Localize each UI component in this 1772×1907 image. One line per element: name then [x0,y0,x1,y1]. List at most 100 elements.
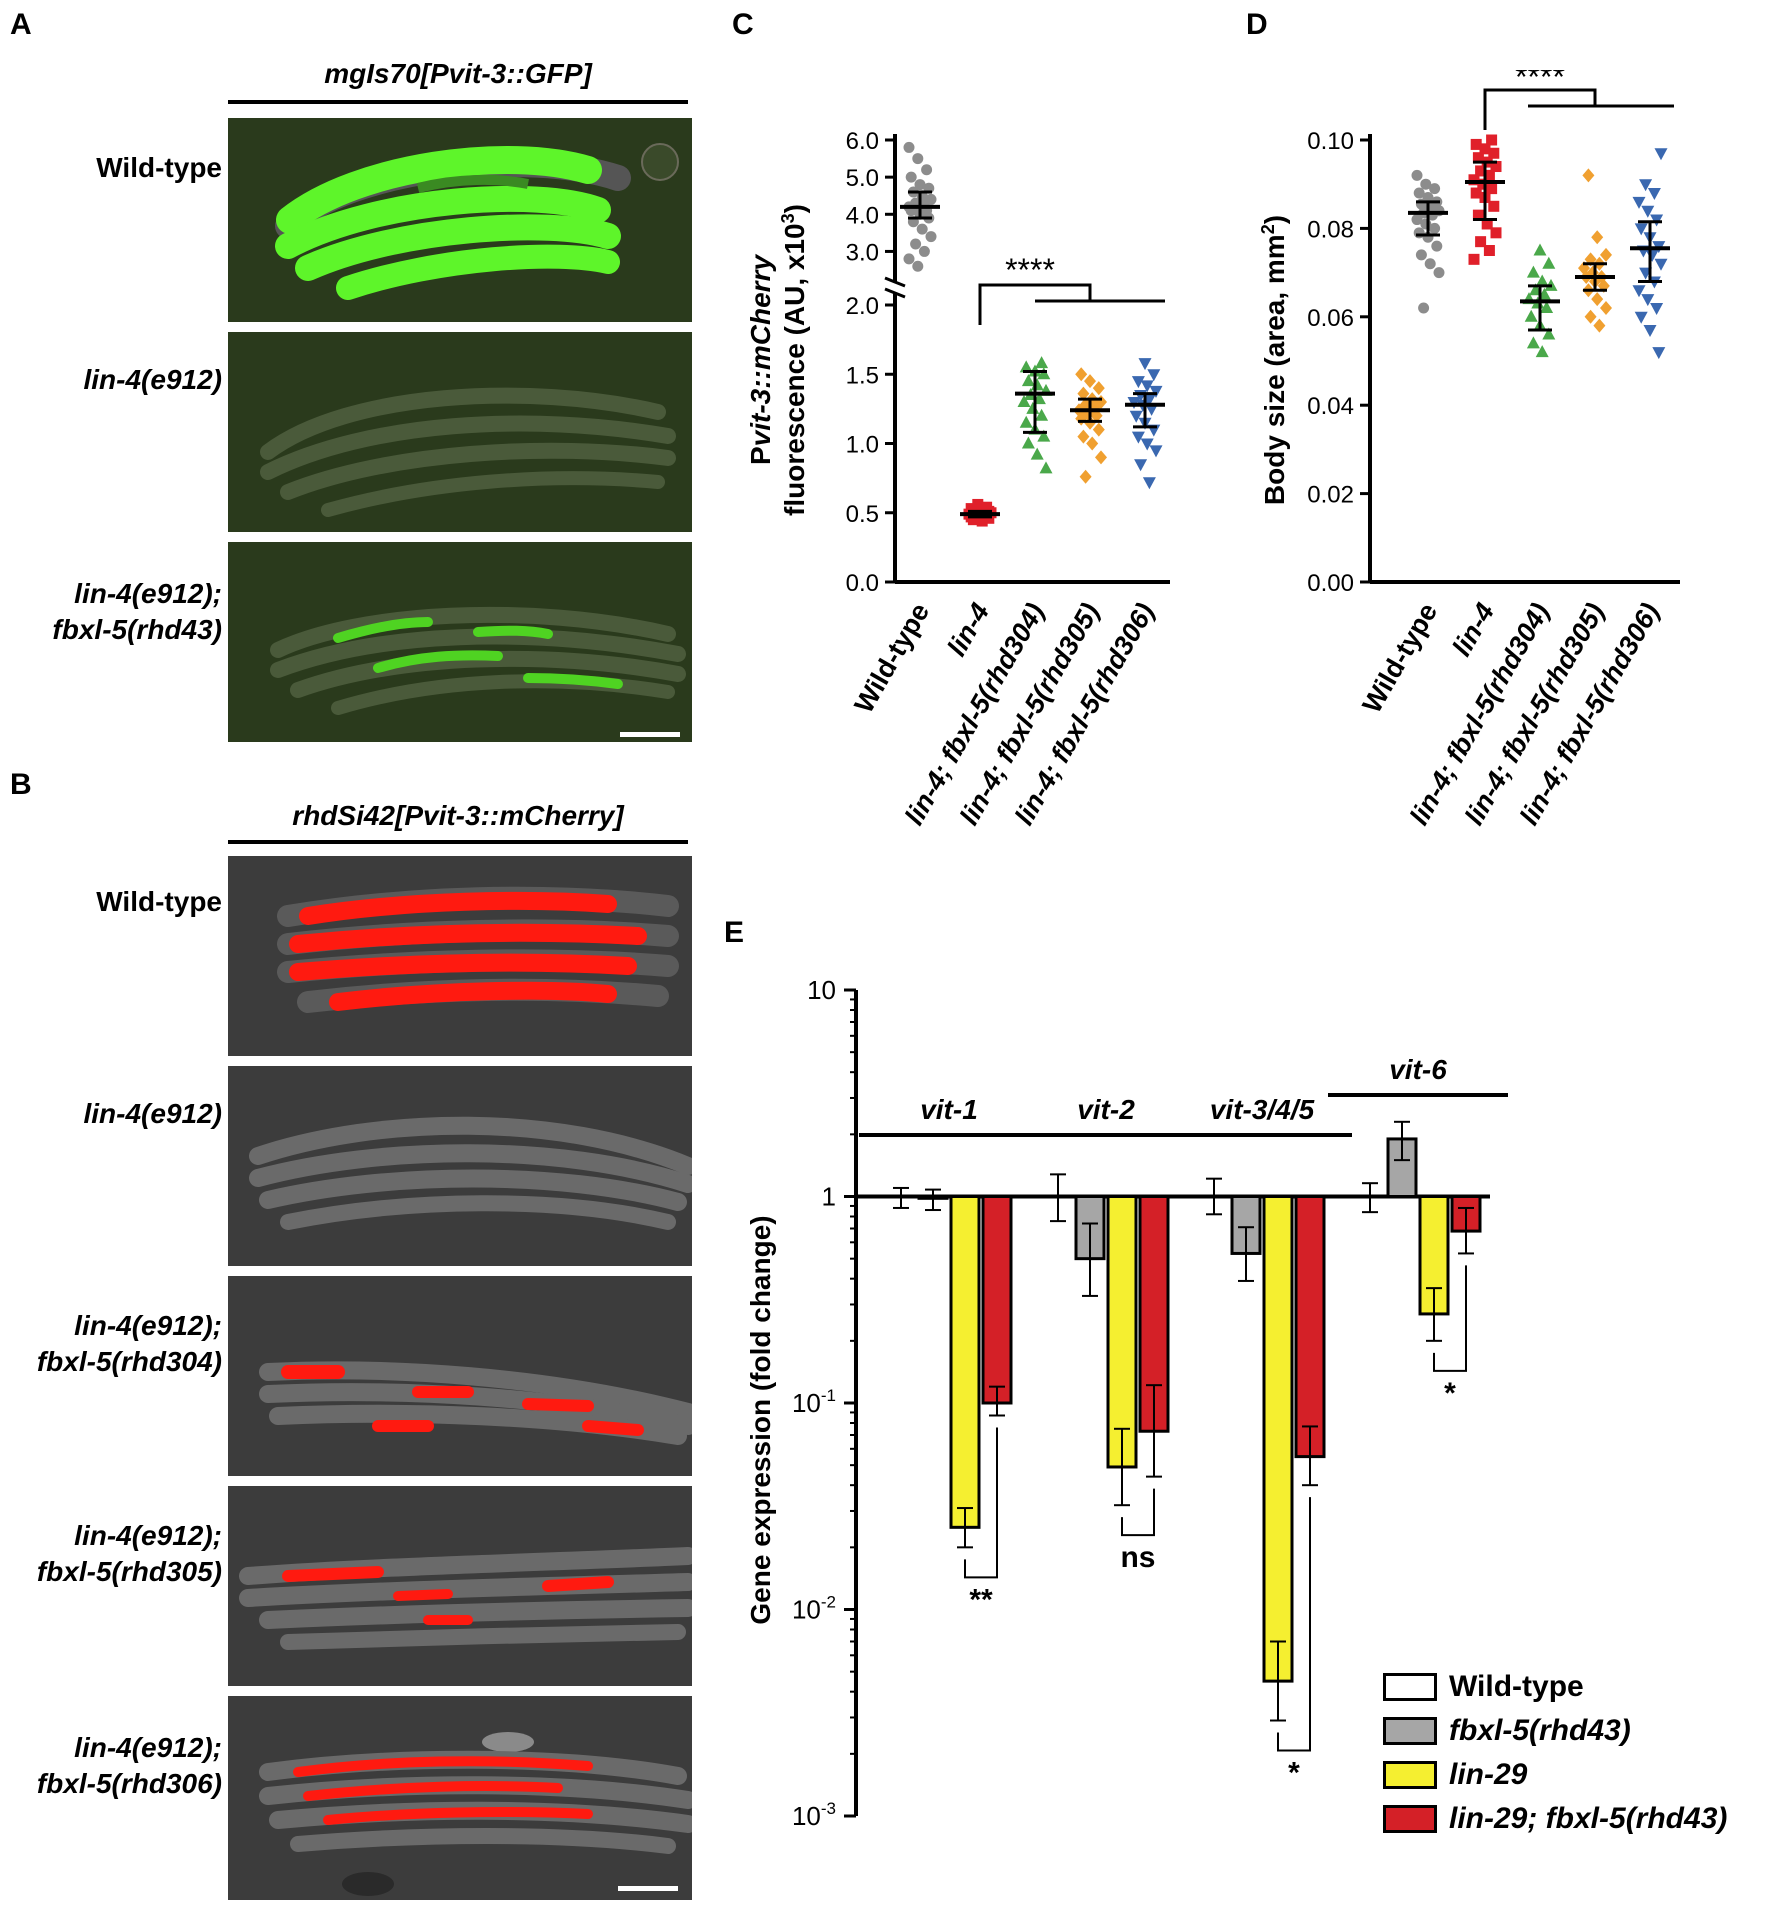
point-c-4-3 [1140,380,1154,393]
bar-2-2 [1262,1195,1294,1683]
point-c-4-13 [1131,431,1145,444]
panel-letter-a: A [10,8,32,41]
point-d-4-16 [1650,302,1664,315]
point-d-3-12 [1591,292,1604,307]
y-tick-label-upper-3: 3.0 [846,239,879,266]
point-d-2-14 [1535,345,1549,358]
point-d-2-3 [1535,274,1549,287]
sig-bracket-d [1483,88,1597,130]
panel-a-title: mgIs70[Pvit-3::GFP] [324,58,592,89]
y-tick-label-upper-1: 5.0 [846,165,879,192]
point-d-0-3 [1413,187,1425,199]
axis-break-upper [884,276,906,288]
sig-bracket-c [978,283,1092,325]
point-d-1-19 [1483,245,1495,256]
category-label-2: vit-3/4/5 [1210,1094,1315,1125]
point-d-1-4 [1472,152,1484,164]
tick-base: 10 [792,1595,821,1625]
point-c-4-2 [1131,376,1145,389]
panel-letter-c: C [732,8,754,41]
legend-item-lin29-fbxl5: lin-29; fbxl-5(rhd43) [1383,1797,1727,1841]
point-d-1-2 [1479,143,1491,155]
category-label-3: vit-6 [1389,1054,1447,1085]
point-d-4-2 [1647,188,1661,201]
point-d-0-20 [1418,302,1430,314]
point-c-0-20 [910,238,922,250]
point-c-4-10 [1129,410,1143,423]
y-axis-label: Gene expression (fold change) [745,1215,776,1624]
point-d-1-18 [1475,236,1487,248]
point-d-0-11 [1411,214,1423,226]
legend-swatch-wildtype [1383,1673,1437,1701]
category-label-1: lin-4 [941,598,995,661]
point-d-2-13 [1526,336,1540,349]
y-tick-label-3: 10-2 [792,1593,836,1625]
point-d-2-9 [1540,300,1554,313]
point-c-0-21 [918,245,930,257]
gfp-worms-wildtype [275,143,679,300]
point-d-4-0 [1654,148,1668,161]
panel-b-title-underline [228,840,688,844]
panel-b-image-rhd304 [228,1276,692,1476]
category-label-0: Wild-type [1357,598,1444,718]
chart-e-legend: Wild-type fbxl-5(rhd43) lin-29 lin-29; f… [1383,1665,1727,1841]
panel-b-image-lin4 [228,1066,692,1266]
panel-b-image-rhd306 [228,1696,692,1900]
y-tick-label-2: 0.06 [1307,305,1354,332]
category-label-1: lin-4 [1446,598,1500,661]
panel-letter-d: D [1246,8,1268,41]
point-d-0-18 [1424,258,1436,270]
point-d-2-2 [1526,265,1540,278]
point-d-1-3 [1488,147,1500,159]
point-d-4-1 [1639,179,1653,192]
panel-b-row-label-3: lin-4(e912); fbxl-5(rhd304) [36,1310,222,1377]
legend-item-lin29: lin-29 [1383,1753,1727,1797]
tick-base: 10 [792,1388,821,1418]
point-c-4-15 [1149,445,1163,458]
panel-a-title-underline [228,100,688,104]
ylabel-part: ) [779,204,810,213]
y-tick-label-5: 0.00 [1307,570,1354,597]
mcherry-worms-rhd305 [239,1547,692,1650]
point-d-1-20 [1468,253,1480,265]
panel-b-row-label-5: lin-4(e912); fbxl-5(rhd306) [36,1732,222,1799]
panel-b-row-label-2: lin-4(e912) [83,1098,223,1129]
y-tick-label-4: 10-3 [792,1799,836,1831]
point-d-4-11 [1654,258,1668,271]
point-d-1-9 [1468,174,1480,186]
panel-a-image-wildtype [228,118,692,322]
point-c-3-0 [1075,367,1088,382]
point-d-0-19 [1433,267,1445,279]
point-c-1-0 [972,498,984,510]
point-d-3-14 [1584,309,1597,324]
point-d-1-15 [1472,209,1484,221]
point-d-1-10 [1477,178,1489,190]
point-c-2-3 [1037,367,1051,380]
point-c-3-13 [1092,422,1105,437]
y-tick-label-upper-2: 4.0 [846,202,879,229]
point-d-4-3 [1632,196,1646,209]
mcherry-worms-rhd306 [259,1732,692,1896]
category-label-1: vit-2 [1077,1094,1135,1125]
point-c-2-17 [1039,461,1053,474]
point-d-1-6 [1490,161,1502,173]
point-d-4-19 [1652,347,1666,360]
sig-label-e-2: * [1288,1757,1300,1790]
sig-label-e-0: ** [969,1583,993,1616]
bar-3-0 [981,1195,1013,1405]
point-c-2-1 [1019,360,1033,373]
point-d-1-1 [1470,138,1482,150]
y-tick-label-2: 10-1 [792,1386,836,1418]
legend-label-lin29-fbxl5: lin-29; fbxl-5(rhd43) [1449,1802,1728,1835]
panel-a-image-lin4-fbxl5 [228,542,692,742]
gfp-worms-lin4 [260,387,676,517]
point-d-1-0 [1486,134,1498,146]
point-c-4-9 [1145,403,1159,416]
sig-bracket-e-2 [1277,1497,1311,1752]
point-d-0-1 [1420,178,1432,190]
ylabel-part: ) [1259,215,1290,224]
point-c-0-3 [905,171,917,183]
sig-label-e-1: ns [1120,1541,1155,1574]
